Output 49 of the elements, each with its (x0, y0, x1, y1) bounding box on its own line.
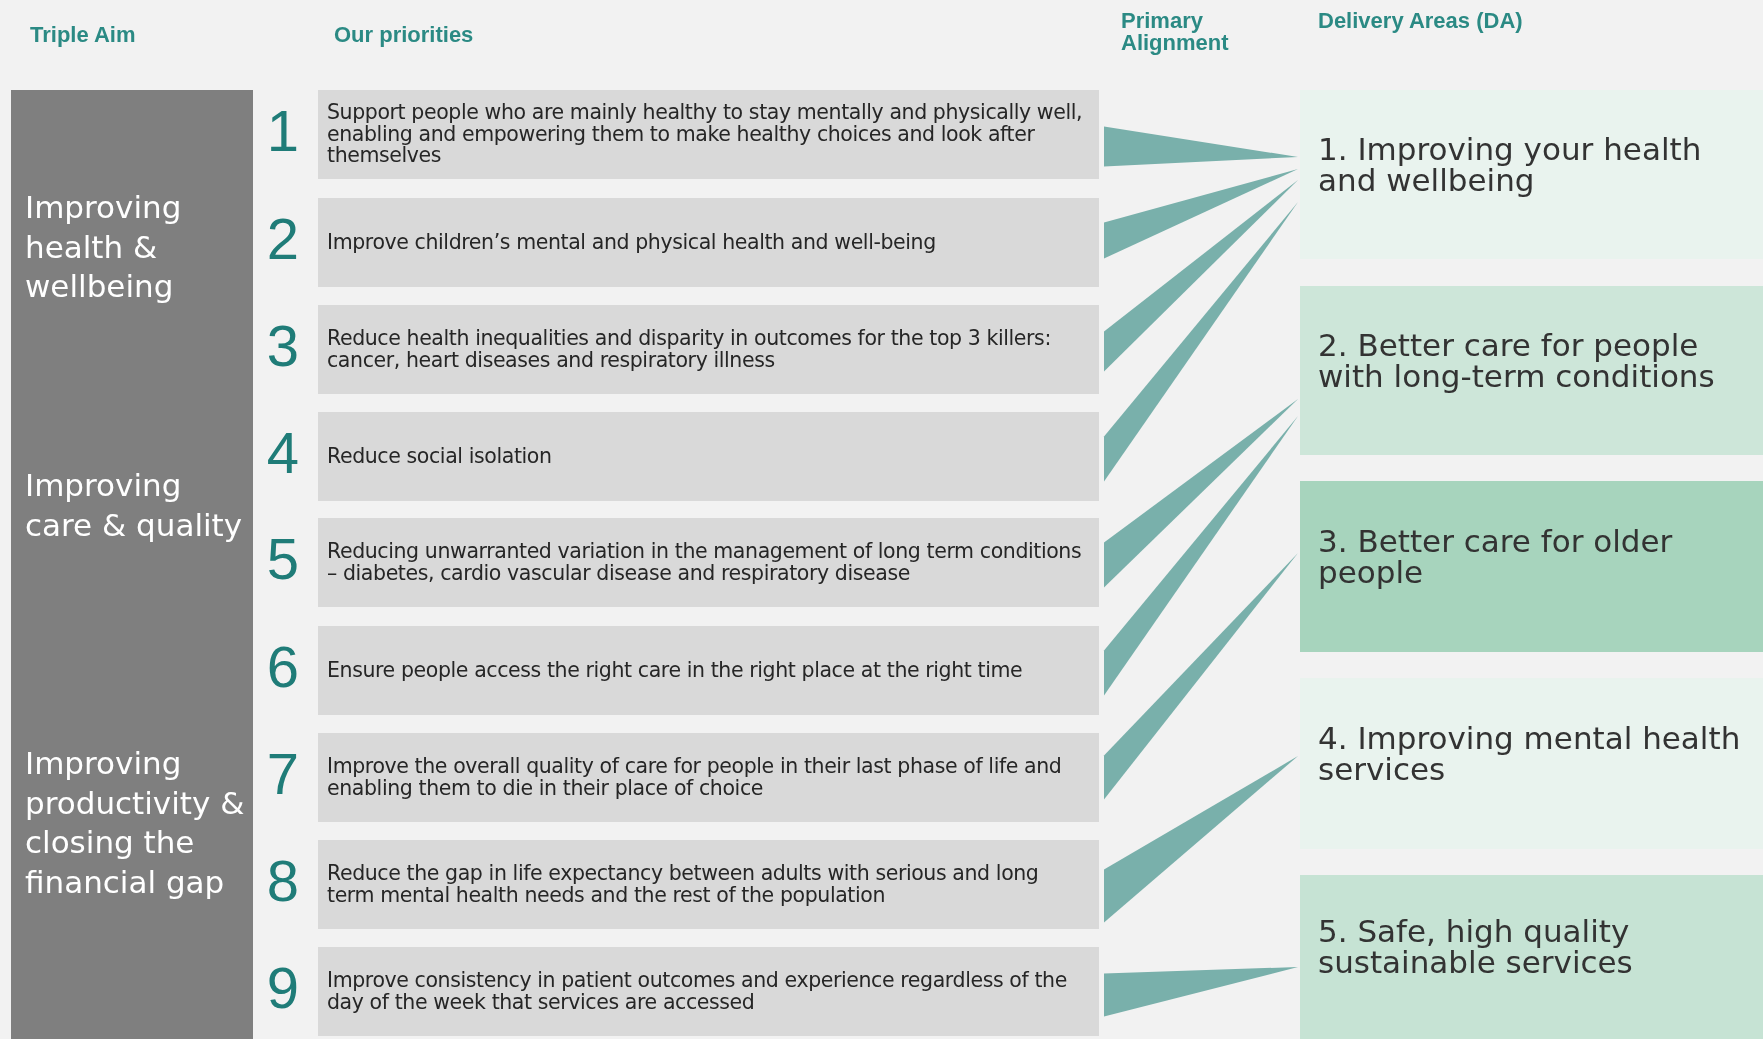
priority-box (318, 412, 1099, 501)
priority-text: Ensure people access the right care in the right place at the right time (327, 659, 1023, 682)
priority-text: Improve consistency in patient outcomes and experience regardless of the day of the week that services are accessed (327, 970, 1068, 1013)
priority-number: 3 (265, 317, 301, 375)
wedge-connector (1104, 126, 1298, 167)
priority-text: Improve children’s mental and physical health and well-being (327, 231, 936, 254)
priority-box (318, 198, 1099, 287)
priority-number: 2 (265, 210, 301, 268)
priority-text: Reduce social isolation (327, 445, 552, 468)
priority-box (318, 90, 1099, 179)
triple-aim-text: Improving care & quality (25, 466, 244, 545)
priority-text: Support people who are mainly healthy to stay mentally and physically well, enabling and empowering them to make healthy choices and look after themselves (327, 102, 1084, 167)
priority-text: Reduce the gap in life expectancy between adults with serious and long term mental health needs and the rest of the population (327, 863, 1040, 906)
triple-aim-band (11, 90, 253, 1039)
column-heading: Delivery Areas (DA) (1318, 10, 1524, 32)
delivery-area-box (1300, 481, 1763, 652)
triple-aim-text: Improving productivity & closing the financial gap (25, 744, 246, 902)
priority-box (318, 626, 1099, 715)
wedge-connector (1104, 169, 1298, 259)
delivery-area-box (1300, 875, 1763, 1039)
priority-box (318, 947, 1099, 1036)
wedge-connector (1104, 967, 1298, 1017)
column-heading: Primary Alignment (1121, 10, 1230, 54)
priority-number: 9 (265, 959, 301, 1017)
priority-text: Reduce health inequalities and disparity in outcomes for the top 3 killers: cancer, heart diseases and respiratory illness (327, 328, 1052, 371)
priority-box (318, 518, 1099, 607)
priority-box (318, 733, 1099, 822)
delivery-area-text: 3. Better care for older people (1318, 525, 1674, 588)
priority-box (318, 840, 1099, 929)
priority-number: 8 (265, 852, 301, 910)
priority-number: 1 (265, 102, 301, 160)
priority-text: Reducing unwarranted variation in the management of long term conditions – diabetes, cardio vascular disease and respiratory disease (327, 541, 1083, 584)
priority-number: 5 (265, 530, 301, 588)
column-heading: Our priorities (334, 24, 475, 46)
triple-aim-text: Improving health & wellbeing (25, 188, 183, 307)
wedge-connector (1104, 202, 1298, 482)
priority-number: 4 (265, 424, 301, 482)
wedge-connector (1104, 756, 1298, 923)
priority-number: 6 (265, 638, 301, 696)
column-heading: Triple Aim (30, 24, 137, 46)
delivery-area-text: 5. Safe, high quality sustainable services (1318, 916, 1634, 978)
priority-text: Improve the overall quality of care for people in their last phase of life and enabling them to die in their place of choice (327, 756, 1063, 799)
priority-number: 7 (265, 745, 301, 803)
delivery-area-text: 4. Improving mental health services (1318, 722, 1742, 785)
delivery-area-text: 1. Improving your health and wellbeing (1318, 133, 1703, 196)
delivery-area-box (1300, 286, 1763, 455)
delivery-area-text: 2. Better care for people with long-term conditions (1318, 329, 1716, 392)
priority-box (318, 305, 1099, 394)
wedge-connector (1104, 416, 1298, 696)
